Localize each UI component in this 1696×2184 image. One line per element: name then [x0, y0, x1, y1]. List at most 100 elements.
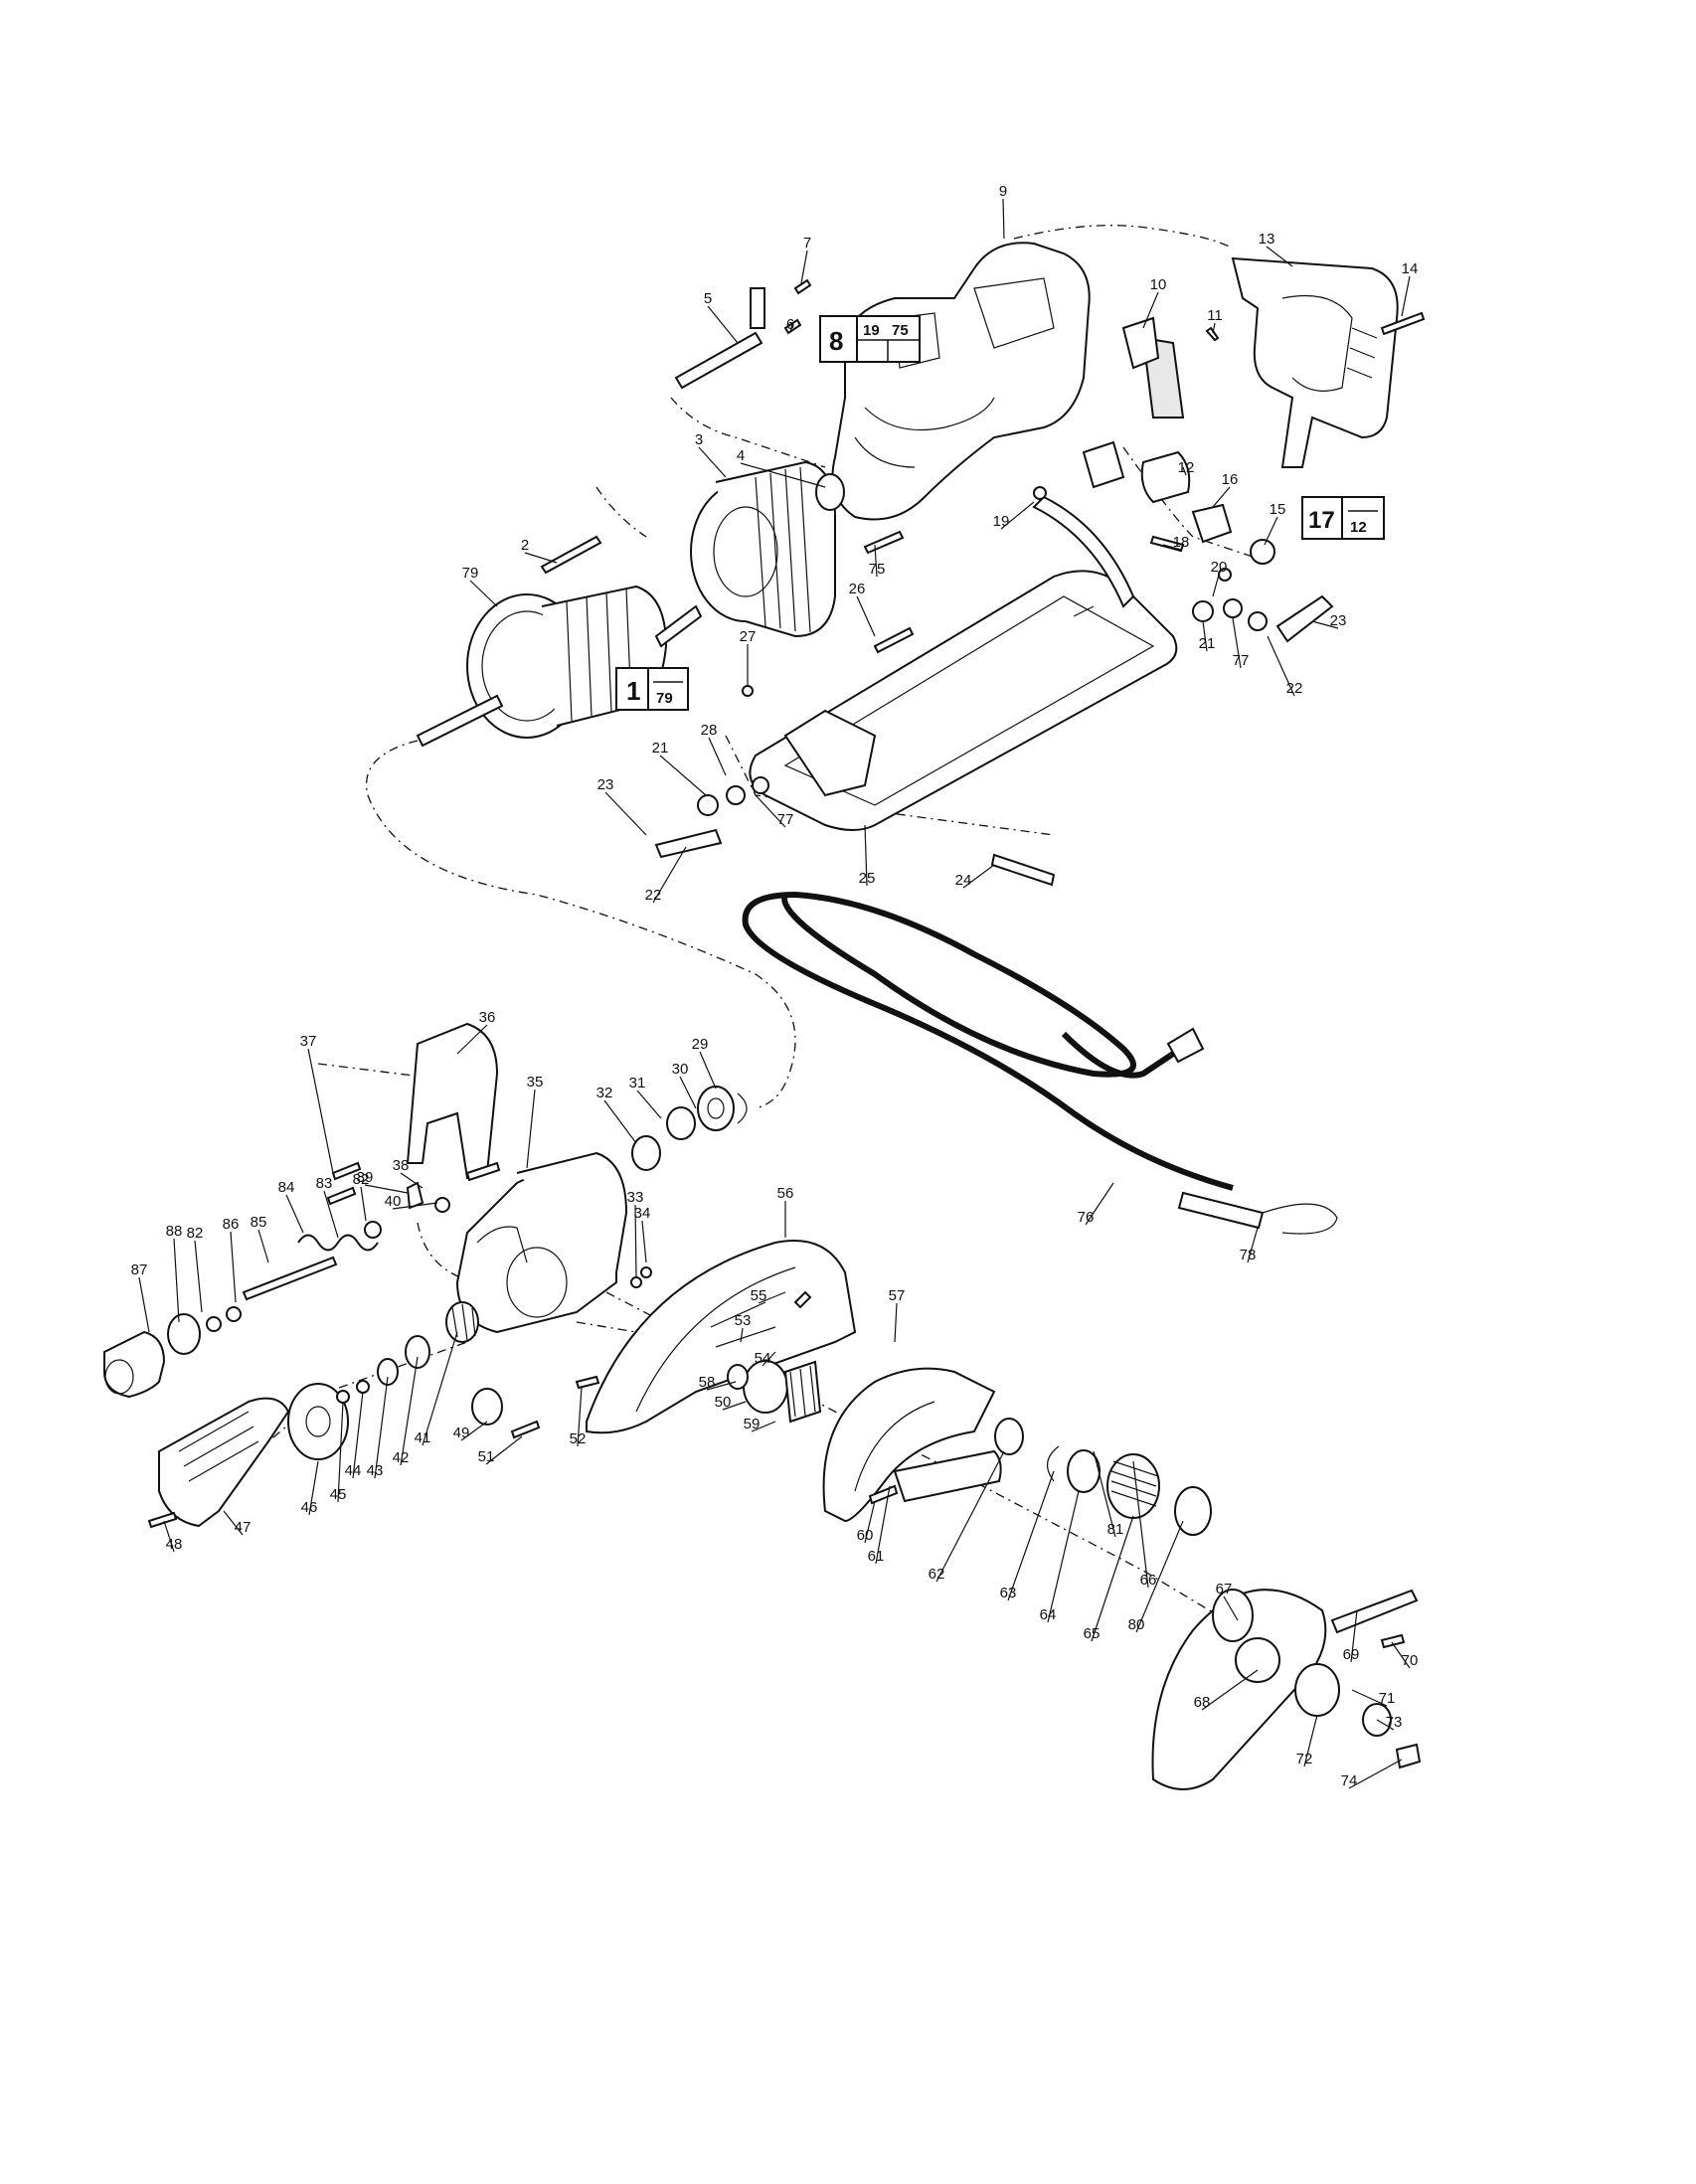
part-number-label: 84	[278, 1179, 295, 1196]
part-number-label: 43	[367, 1462, 384, 1479]
part-number-label: 3	[695, 431, 703, 448]
part-number-label: 85	[251, 1214, 267, 1231]
part-number-label: 47	[235, 1519, 252, 1536]
leader-line	[1303, 1714, 1318, 1767]
leader-line	[1202, 620, 1208, 652]
part-number-label: 24	[955, 872, 972, 889]
part-number-label: 65	[1084, 1625, 1101, 1642]
assembly-box-17: 17 12	[1301, 496, 1385, 540]
leader-line	[758, 1291, 786, 1304]
gear-housing-part	[455, 1151, 628, 1334]
assembly-box-sub: 79	[656, 690, 673, 707]
part-number-label: 61	[868, 1548, 885, 1565]
part-number-label: 46	[301, 1499, 318, 1516]
knob-part	[103, 1306, 242, 1399]
leader-line	[641, 1220, 647, 1263]
leader-line	[740, 1327, 744, 1343]
leader-line	[422, 1331, 458, 1446]
leader-line	[257, 1229, 269, 1263]
leader-line	[751, 1421, 776, 1432]
part-number-label: 64	[1040, 1606, 1057, 1623]
part-number-label: 82	[187, 1225, 204, 1242]
brush-holder-part	[1082, 440, 1275, 565]
leader-line	[352, 1391, 364, 1479]
leader-line	[1267, 635, 1295, 697]
part-number-label: 27	[740, 628, 757, 645]
leader-line	[1264, 516, 1278, 546]
part-number-label: 21	[1199, 635, 1216, 652]
part-number-label: 12	[1178, 459, 1195, 476]
assembly-box-number: 8	[829, 326, 843, 356]
part-number-label: 2	[521, 537, 529, 554]
leader-line	[1085, 1182, 1114, 1226]
part-number-label: 68	[1194, 1694, 1211, 1711]
part-number-label: 14	[1402, 260, 1419, 277]
part-number-label: 6	[786, 316, 794, 333]
part-number-label: 81	[1107, 1521, 1124, 1538]
part-number-label: 20	[1211, 559, 1228, 576]
leader-line	[708, 737, 727, 776]
part-number-label: 23	[1330, 612, 1347, 629]
leader-line	[1348, 1759, 1403, 1789]
leader-line	[173, 1238, 180, 1323]
part-number-label: 39	[357, 1169, 374, 1186]
part-number-label: 75	[869, 561, 886, 578]
leader-line	[1093, 1450, 1116, 1538]
part-number-label: 38	[393, 1157, 410, 1174]
part-number-label: 76	[1078, 1209, 1095, 1226]
leader-line	[789, 323, 793, 333]
leader-line	[1376, 1719, 1395, 1731]
part-number-label: 44	[345, 1462, 362, 1479]
leader-line	[1142, 291, 1159, 329]
bearing-set-part	[631, 1086, 748, 1171]
part-number-label: 16	[1222, 471, 1239, 488]
part-number-label: 35	[527, 1074, 544, 1091]
lever-part	[1275, 594, 1334, 643]
leader-line	[864, 1500, 876, 1544]
part-number-label: 55	[751, 1287, 767, 1304]
leader-line	[762, 1351, 776, 1367]
leader-line	[163, 1520, 175, 1553]
part-number-label: 66	[1140, 1572, 1157, 1589]
assembly-box-number: 17	[1308, 507, 1335, 534]
leader-line	[308, 1460, 319, 1516]
power-cord-part	[742, 891, 1338, 1235]
bolt-part	[990, 853, 1056, 887]
part-number-label: 22	[1286, 680, 1303, 697]
part-number-label: 19	[993, 513, 1010, 530]
leader-line	[307, 1048, 334, 1174]
part-number-label: 79	[462, 565, 479, 582]
leader-line	[1201, 1669, 1259, 1711]
part-number-label: 18	[1173, 534, 1190, 551]
part-number-label: 82	[353, 1171, 370, 1188]
motor-housing-part	[831, 242, 1091, 521]
part-number-label: 86	[223, 1216, 240, 1233]
leader-line	[636, 1090, 662, 1119]
upper-blade-guard-part	[586, 1240, 857, 1434]
handle-cover-part	[1231, 256, 1399, 468]
leader-line	[1247, 1227, 1259, 1263]
field-stator-part	[690, 460, 836, 638]
leader-line	[1000, 501, 1035, 530]
part-number-label: 53	[735, 1312, 752, 1329]
leader-line	[485, 1435, 523, 1465]
leader-line	[1391, 1641, 1411, 1669]
part-number-label: 10	[1150, 276, 1167, 293]
switch-part	[1121, 316, 1185, 419]
leader-line	[1007, 1470, 1055, 1601]
part-number-label: 57	[889, 1287, 906, 1304]
leader-line	[1223, 1596, 1239, 1621]
part-number-label: 56	[777, 1185, 794, 1202]
connection-line	[595, 486, 647, 538]
leader-line	[699, 1051, 717, 1090]
leader-line	[652, 846, 687, 904]
leader-line	[138, 1276, 150, 1333]
part-number-label: 13	[1259, 231, 1275, 248]
leader-line	[360, 1186, 367, 1222]
assembly-box-8: 8 19 75	[819, 315, 921, 363]
part-number-label: 62	[929, 1566, 945, 1583]
part-number-label: 28	[701, 722, 718, 739]
part-number-label: 69	[1343, 1646, 1360, 1663]
part-number-label: 50	[715, 1394, 732, 1411]
